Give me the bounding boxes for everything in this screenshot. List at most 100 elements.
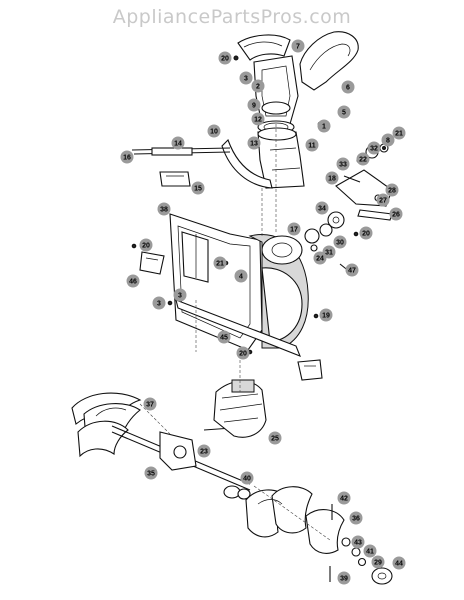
callout-label: 27 bbox=[379, 198, 387, 205]
part-callout-18: 18 bbox=[325, 171, 339, 185]
part-callout-16: 16 bbox=[120, 150, 134, 164]
callout-label: 24 bbox=[316, 256, 324, 263]
part-callout-3: 3 bbox=[173, 288, 187, 302]
part-callout-27: 27 bbox=[376, 193, 390, 207]
callout-label: 42 bbox=[340, 496, 348, 503]
callout-label: 3 bbox=[244, 76, 248, 83]
callout-circle bbox=[234, 269, 248, 283]
part-callout-21: 21 bbox=[213, 256, 227, 270]
callout-label: 8 bbox=[386, 138, 390, 145]
right-auger bbox=[245, 486, 345, 554]
auger-hub bbox=[223, 485, 251, 500]
callout-circle bbox=[217, 330, 231, 344]
callout-label: 31 bbox=[325, 250, 333, 257]
impeller bbox=[213, 379, 267, 438]
callout-label: 14 bbox=[174, 141, 182, 148]
callout-circle bbox=[305, 138, 319, 152]
part-callout-43: 43 bbox=[351, 535, 365, 549]
part-callout-25: 25 bbox=[268, 431, 282, 445]
part-callout-37: 37 bbox=[143, 397, 157, 411]
callout-label: 41 bbox=[366, 549, 374, 556]
callout-circle bbox=[268, 431, 282, 445]
part-callout-35: 35 bbox=[144, 466, 158, 480]
callout-label: 28 bbox=[388, 188, 396, 195]
part-callout-39: 39 bbox=[337, 571, 351, 585]
callout-label: 19 bbox=[322, 313, 330, 320]
part-callout-3: 3 bbox=[239, 71, 253, 85]
callout-label: 3 bbox=[178, 293, 182, 300]
part-callout-20: 20 bbox=[218, 51, 232, 65]
chute-handle bbox=[299, 31, 359, 91]
part-callout-33: 33 bbox=[336, 157, 350, 171]
callout-circle bbox=[381, 133, 395, 147]
callout-circle bbox=[337, 491, 351, 505]
callout-circle bbox=[389, 207, 403, 221]
part-callout-34: 34 bbox=[315, 201, 329, 215]
left-auger bbox=[71, 392, 142, 458]
callout-label: 33 bbox=[339, 162, 347, 169]
callout-circle bbox=[143, 397, 157, 411]
callout-label: 23 bbox=[200, 449, 208, 456]
callout-circle bbox=[239, 71, 253, 85]
callout-circle bbox=[191, 181, 205, 195]
callout-label: 45 bbox=[220, 335, 228, 342]
callout-label: 21 bbox=[395, 131, 403, 138]
part-callout-19: 19 bbox=[319, 308, 333, 322]
callout-circle bbox=[173, 288, 187, 302]
callout-circle bbox=[325, 171, 339, 185]
part-callout-15: 15 bbox=[191, 181, 205, 195]
callout-circle bbox=[363, 544, 377, 558]
callout-label: 40 bbox=[243, 476, 251, 483]
auger-housing bbox=[169, 211, 351, 351]
end-hardware bbox=[329, 504, 393, 585]
callout-label: 18 bbox=[328, 176, 336, 183]
part-callout-9: 9 bbox=[247, 98, 261, 112]
callout-label: 30 bbox=[336, 240, 344, 247]
callout-circle bbox=[171, 136, 185, 150]
part-callout-40: 40 bbox=[240, 471, 254, 485]
part-callout-23: 23 bbox=[197, 444, 211, 458]
auger-shaft bbox=[111, 425, 251, 491]
callout-circle bbox=[392, 126, 406, 140]
callout-circle bbox=[120, 150, 134, 164]
rod-bracket bbox=[159, 171, 191, 187]
callout-circle bbox=[337, 571, 351, 585]
part-callout-2: 2 bbox=[251, 79, 265, 93]
watermark: AppliancePartsPros.com bbox=[112, 6, 352, 28]
part-callout-46: 46 bbox=[126, 274, 140, 288]
part-callout-20: 20 bbox=[139, 238, 153, 252]
callout-label: 9 bbox=[252, 103, 256, 110]
callout-label: 25 bbox=[271, 436, 279, 443]
callout-label: 43 bbox=[354, 540, 362, 547]
callout-circle bbox=[291, 39, 305, 53]
part-callout-5: 5 bbox=[337, 105, 351, 119]
callout-circle bbox=[144, 466, 158, 480]
callout-label: 10 bbox=[210, 129, 218, 136]
callout-label: 22 bbox=[359, 157, 367, 164]
part-callout-20: 20 bbox=[236, 346, 250, 360]
part-callout-3: 3 bbox=[152, 296, 166, 310]
fasteners bbox=[131, 55, 359, 355]
part-callout-13: 13 bbox=[247, 136, 261, 150]
callout-circle bbox=[336, 157, 350, 171]
callout-circle bbox=[139, 238, 153, 252]
part-callout-24: 24 bbox=[313, 251, 327, 265]
callout-circle bbox=[236, 346, 250, 360]
part-callout-44: 44 bbox=[392, 556, 406, 570]
callout-label: 2 bbox=[256, 84, 260, 91]
callout-label: 35 bbox=[147, 471, 155, 478]
callout-circle bbox=[385, 183, 399, 197]
callout-circle bbox=[333, 235, 347, 249]
callout-label: 29 bbox=[374, 560, 382, 567]
callout-label: 26 bbox=[392, 212, 400, 219]
chute-deflector bbox=[237, 34, 291, 61]
part-callout-38: 38 bbox=[157, 202, 171, 216]
callout-label: 11 bbox=[308, 143, 316, 150]
chute-bracket bbox=[221, 139, 273, 189]
callout-label: 21 bbox=[216, 261, 224, 268]
part-callout-47: 47 bbox=[345, 263, 359, 277]
callout-circle bbox=[337, 105, 351, 119]
part-callout-36: 36 bbox=[349, 511, 363, 525]
